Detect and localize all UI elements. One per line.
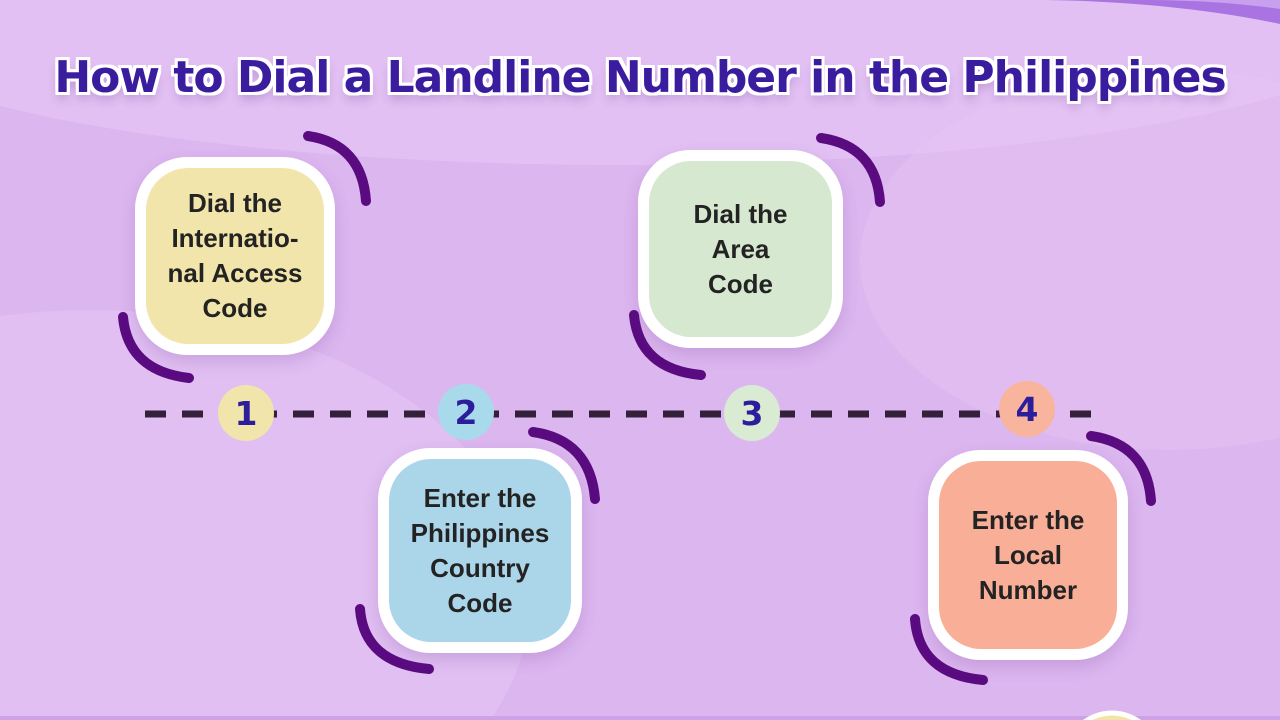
page-title: How to Dial a Landline Number in the Phi…	[54, 52, 1226, 103]
step-number-badge-1: 1	[218, 385, 274, 441]
corner-wave	[1046, 0, 1280, 24]
step-card-1: Dial the Internatio- nal Access Code	[135, 157, 335, 355]
bottom-edge-accent	[0, 716, 1280, 720]
step-card-4: Enter the Local Number	[928, 450, 1128, 660]
step-card-3: Dial the Area Code	[638, 150, 843, 348]
step-card-2: Enter the Philippines Country Code	[378, 448, 582, 653]
step-card-label: Enter the Philippines Country Code	[410, 482, 550, 618]
step-number-badge-2: 2	[438, 384, 494, 440]
step-number-badge-3: 3	[724, 385, 780, 441]
step-card-body: Dial the Area Code	[649, 161, 832, 337]
step-card-label: Enter the Local Number	[971, 504, 1085, 605]
step-card-label: Dial the Area Code	[693, 198, 788, 299]
corner-wave-highlight	[1152, 0, 1280, 9]
step-card-body: Enter the Philippines Country Code	[389, 459, 571, 642]
bottom-peek-circle-icon	[1082, 710, 1142, 720]
step-card-body: Dial the Internatio- nal Access Code	[146, 168, 324, 344]
step-card-body: Enter the Local Number	[939, 461, 1117, 649]
background-swirl	[860, 70, 1280, 450]
step-card-label: Dial the Internatio- nal Access Code	[167, 188, 303, 323]
step-number-badge-4: 4	[999, 381, 1055, 437]
